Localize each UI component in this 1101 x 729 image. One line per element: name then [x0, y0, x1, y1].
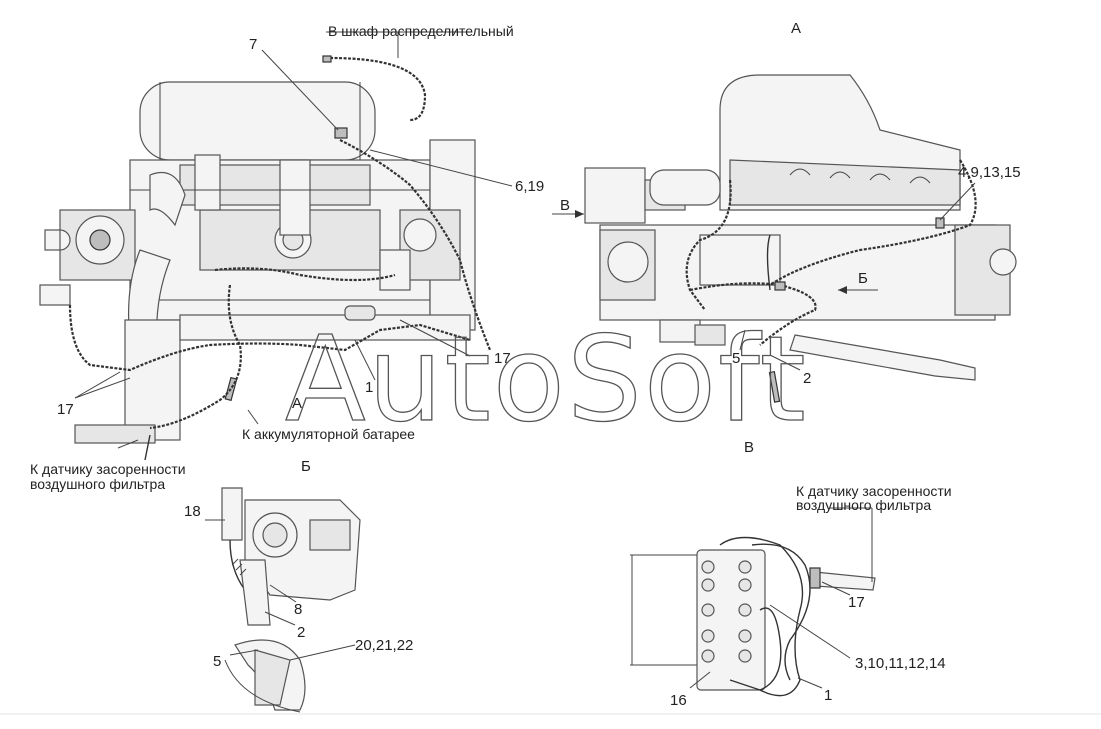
engine-left-view — [39, 55, 492, 461]
label-sensor-left-line1: К датчику засоренности — [30, 461, 186, 477]
callout-2-b: 2 — [297, 624, 305, 641]
detail-b — [221, 487, 361, 713]
callout-6-19: 6,19 — [515, 178, 544, 195]
callout-5-b: 5 — [213, 653, 221, 670]
view-title-a: А — [791, 20, 801, 37]
callout-1-v: 1 — [824, 687, 832, 704]
callout-16: 16 — [670, 692, 687, 709]
engine-view-a — [552, 74, 1017, 403]
watermark: AutoSoft — [285, 310, 808, 448]
callout-4-9-13-15: 4,9,13,15 — [958, 164, 1021, 181]
terminal-screws — [701, 560, 752, 663]
callout-20-21-22: 20,21,22 — [355, 637, 413, 654]
callout-17-right: 17 — [494, 350, 511, 367]
callout-17-left: 17 — [57, 401, 74, 418]
leader-lines — [74, 31, 976, 689]
view-title-v: В — [744, 439, 754, 456]
view-arrow-b: Б — [858, 270, 868, 287]
callout-8: 8 — [294, 601, 302, 618]
callout-2-main: 2 — [803, 370, 811, 387]
callout-5-main: 5 — [732, 350, 740, 367]
text-labels: В шкаф распределительный К аккумуляторно… — [30, 20, 1021, 709]
callout-18: 18 — [184, 503, 201, 520]
view-arrow-a: А — [292, 395, 302, 412]
view-arrow-v: В — [560, 197, 570, 214]
callout-3-10-11-12-14: 3,10,11,12,14 — [855, 655, 946, 672]
label-to-cabinet: В шкаф распределительный — [328, 23, 514, 39]
callout-7: 7 — [249, 36, 257, 53]
label-sensor-left-line2: воздушного фильтра — [30, 476, 165, 492]
callout-1-main: 1 — [365, 379, 373, 396]
label-sensor-right-line1: К датчику засоренности — [796, 483, 952, 499]
view-title-b: Б — [301, 458, 311, 475]
label-to-battery: К аккумуляторной батарее — [242, 426, 415, 442]
label-sensor-right-line2: воздушного фильтра — [796, 497, 931, 513]
callout-17-v: 17 — [848, 594, 865, 611]
detail-v — [630, 536, 876, 697]
